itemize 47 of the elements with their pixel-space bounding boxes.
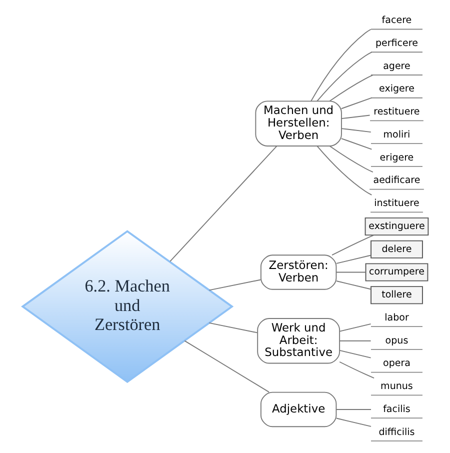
node-box: Machen und Herstellen: Verben — [254, 100, 342, 146]
connector — [338, 340, 371, 342]
node-text: labor — [384, 312, 408, 324]
connector — [340, 128, 371, 133]
node-text: munus — [380, 380, 412, 392]
connector — [310, 28, 371, 102]
node-text: facilis — [382, 404, 410, 415]
node-box: delere — [370, 240, 422, 258]
connector — [335, 418, 371, 427]
connector — [335, 409, 371, 410]
node-text: opus — [384, 335, 408, 346]
node-text: erigere — [379, 152, 414, 164]
connector — [328, 74, 373, 102]
connector — [316, 52, 372, 102]
connector — [184, 340, 269, 393]
connector — [338, 323, 371, 332]
node-text: restituere — [373, 106, 420, 118]
node-diamond: 6.2. Machen und Zerstören — [20, 230, 234, 384]
node-box: exstinguere — [364, 217, 428, 236]
connector — [335, 272, 366, 273]
node-box: Adjektive — [260, 392, 336, 428]
connector — [208, 279, 261, 291]
node-text: perficere — [375, 38, 418, 49]
connector — [331, 234, 374, 256]
node-text: opera — [382, 358, 410, 370]
node-text: moliri — [382, 129, 410, 140]
connector — [316, 146, 372, 196]
connector — [328, 146, 373, 173]
connector — [338, 350, 371, 358]
node-text: instituere — [374, 198, 419, 210]
connector — [340, 114, 370, 120]
connector — [340, 138, 372, 150]
connector — [335, 280, 371, 290]
connector — [338, 361, 374, 379]
node-box: corrumpere — [364, 263, 428, 282]
node-text: difficilis — [378, 426, 414, 438]
node-text: facere — [381, 15, 412, 26]
node-text: exigere — [378, 84, 414, 95]
connector — [340, 97, 372, 110]
node-text: aedificare — [372, 175, 420, 186]
node-box: Zerstören: Verben — [260, 254, 336, 290]
connector — [208, 322, 258, 334]
connector — [169, 146, 277, 262]
node-box: tollere — [370, 286, 422, 304]
connector — [335, 254, 371, 264]
node-box: Werk und Arbeit: Substantive — [256, 318, 340, 364]
node-text: agere — [382, 60, 410, 72]
